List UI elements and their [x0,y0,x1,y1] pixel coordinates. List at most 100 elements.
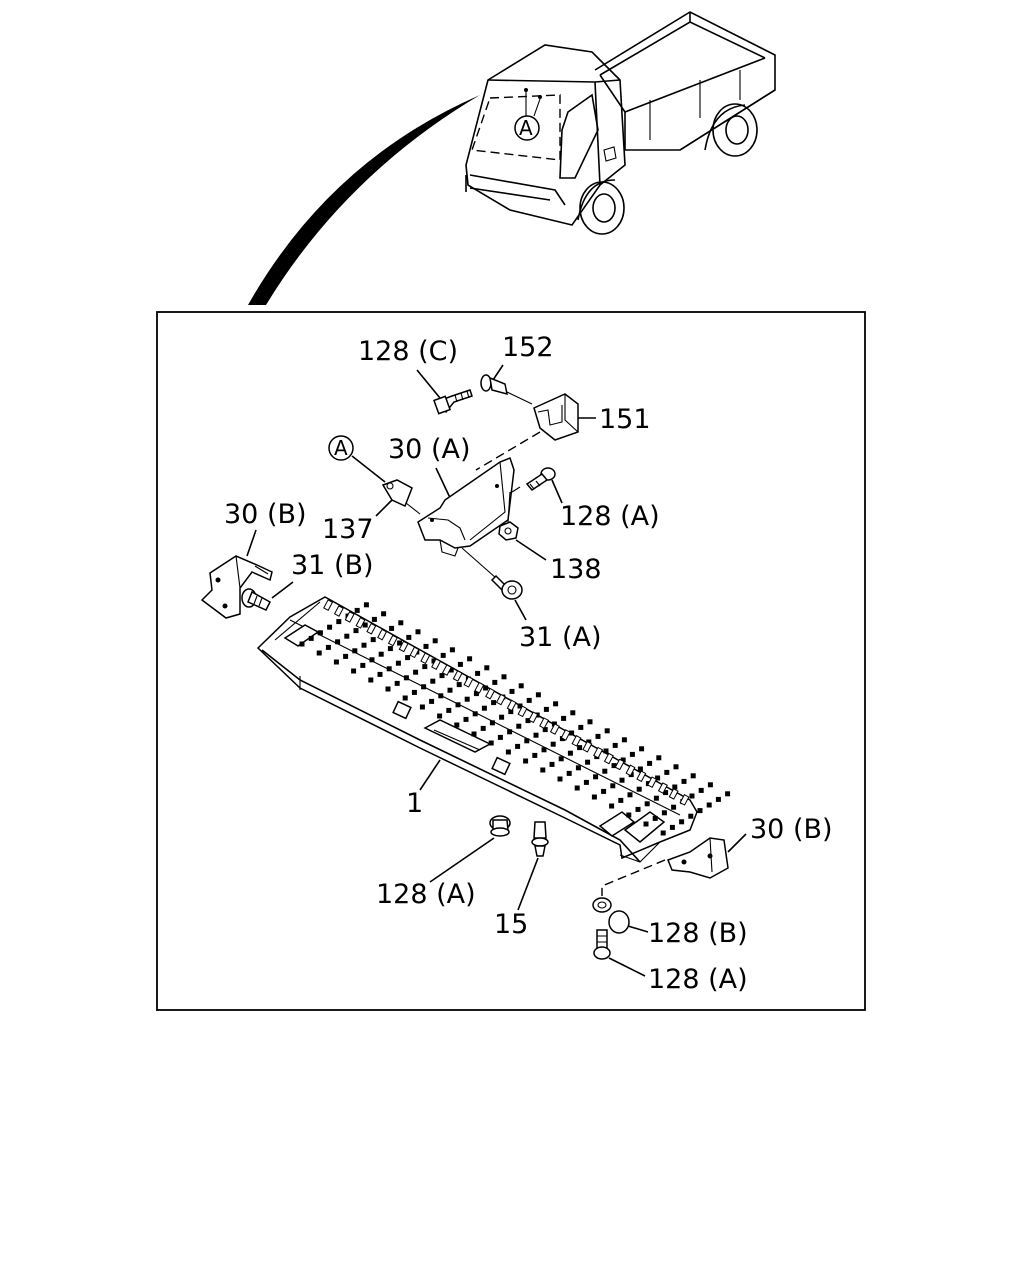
label-30b-left: 30 (B) [224,499,307,530]
panel-edge-tab [377,628,388,641]
perforation-hole [422,664,428,670]
perforation-hole [389,625,395,631]
perforation-hole [429,698,435,704]
clip-152 [480,364,533,405]
perforation-hole [543,706,549,712]
perforation-hole [689,793,695,799]
clip-15 [517,821,549,911]
perforation-hole [402,695,408,701]
bracket-30b-right [667,833,747,879]
panel-edge-tab [495,693,506,706]
panel-edge-tab [560,729,571,741]
perforation-hole [673,764,679,770]
perforation-hole [403,675,409,681]
perforation-hole [361,642,367,648]
perforation-hole [440,652,446,658]
perforation-hole [697,808,703,814]
perforation-hole [626,812,632,818]
panel-edge-tab [333,605,344,617]
perforation-hole [327,624,333,630]
perforation-hole [508,709,514,715]
perforation-hole [604,728,610,734]
label-31b: 31 (B) [291,550,374,581]
fastener-128b [592,897,649,934]
label-15: 15 [494,909,528,940]
panel-edge-tab [571,735,582,747]
perforation-hole [532,752,538,758]
perforation-hole [583,779,589,785]
perforation-hole [362,622,368,628]
perforation-hole [553,701,559,707]
perforation-hole [454,722,460,728]
perforation-hole [317,630,323,636]
callout-a-bracket-label: A [334,436,348,460]
perforation-hole [566,770,572,776]
perforation-hole [481,705,487,711]
perforation-hole [609,803,615,809]
perforation-hole [430,678,436,684]
label-128a-lowright: 128 (A) [648,964,748,995]
perforation-hole [669,824,675,830]
callout-a-truck-label: A [519,116,533,140]
panel-edge-tab [452,670,463,682]
perforation-hole [612,742,618,748]
panel-edge-tab [463,676,474,688]
perforation-hole [610,783,616,789]
perforation-hole [333,659,339,665]
perforation-hole [601,788,607,794]
label-30a: 30 (A) [388,434,470,465]
perforation-hole [483,685,489,691]
perforation-hole [653,795,659,801]
perforation-hole [725,791,731,797]
perforation-hole [381,611,387,617]
perforation-hole [636,786,642,792]
perforation-hole [664,769,670,775]
perforation-hole [378,651,384,657]
perforation-hole [558,756,564,762]
perforation-hole [377,671,383,677]
perforation-hole [639,746,645,752]
panel-edge-tab [323,599,334,611]
panel-edge-tab [431,658,442,670]
perforation-hole [488,740,494,746]
perforation-hole [343,653,349,659]
panel-edge-tab [636,770,647,783]
nut-138 [498,491,547,561]
perforation-hole [360,662,366,668]
panel-edge-tab [506,699,517,712]
perforation-hole [507,729,513,735]
panel-edge-tab [593,746,604,759]
perforation-hole [656,755,662,761]
perforation-hole [354,607,360,613]
perforation-hole [533,732,539,738]
perforation-hole [371,616,377,622]
panel-edge-tab [517,705,528,718]
perforation-hole [652,815,658,821]
perforation-hole [299,641,305,647]
perforation-hole [464,696,470,702]
panel-edge-tab [420,652,431,665]
perforation-hole [574,785,580,791]
perforation-hole [472,711,478,717]
panel-edge-tab [528,711,539,724]
dash-30b-to-128b [601,859,666,896]
panel-edge-tab [647,776,658,788]
panel-edge-tab [355,617,366,629]
panel-edge-tab [409,646,420,659]
perforation-hole [621,737,627,743]
panel-edge-tab [387,634,398,647]
perforation-hole [370,637,376,643]
perforation-hole [455,702,461,708]
fastener-128a-bottom [429,815,511,883]
panel-edge-tab [474,681,485,694]
label-1: 1 [406,788,423,819]
bracket-151 [533,393,596,441]
screw-31a [461,547,527,621]
perforation-hole [575,765,581,771]
panel-edge-tab [625,764,636,777]
perforation-hole [661,810,667,816]
perforation-hole [542,727,548,733]
perforation-hole [369,657,375,663]
perforation-hole [620,757,626,763]
perforation-hole [480,725,486,731]
